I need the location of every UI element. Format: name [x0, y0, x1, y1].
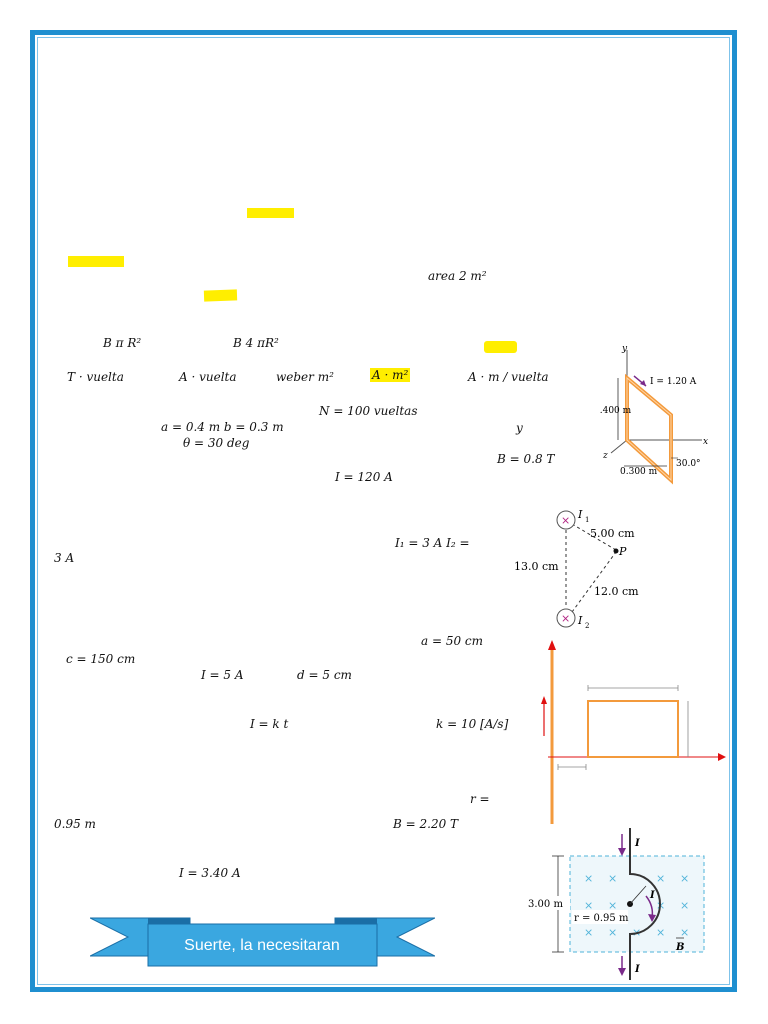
wire-1-sub: 1: [585, 516, 589, 524]
svg-text:×: ×: [584, 872, 593, 885]
current-top-arrow-icon: [618, 848, 626, 856]
side-b-label: 0.300 m: [620, 467, 658, 477]
expr-b-4pi-r2: B 4 πR²: [233, 336, 279, 350]
highlight-mark-3: [203, 289, 238, 302]
figure-semicircle-wire: ×××× ×××× ××××× I I I B 3.00 m r = 0.95 …: [526, 828, 705, 980]
expr-a-50: a = 50 cm: [421, 634, 484, 648]
expr-i-120: I = 120 A: [335, 470, 393, 484]
radius-label-bg: [572, 910, 628, 924]
highlight-mark-4: [484, 341, 517, 353]
expr-r-eq: r =: [470, 792, 490, 806]
expr-r-095: 0.95 m: [54, 817, 96, 831]
expr-n-vueltas: N = 100 vueltas: [319, 404, 418, 418]
highlight-mark-2: [68, 256, 124, 267]
wire-up-arrow-icon: [548, 640, 556, 650]
dash-12cm: [571, 551, 617, 613]
wire-2-label: I: [577, 614, 583, 627]
expr-y-var: y: [516, 421, 523, 435]
svg-text:×: ×: [608, 872, 617, 885]
expr-a-b: a = 0.4 m b = 0.3 m: [161, 420, 284, 434]
svg-text:×: ×: [656, 872, 665, 885]
figure-two-wires: × × P I 1 I 2 5.00 cm 13.0 cm 12.0 cm: [514, 508, 639, 630]
current-bottom-arrow-icon: [618, 968, 626, 976]
rect-loop: [587, 700, 679, 758]
svg-text:×: ×: [680, 872, 689, 885]
expr-k-10: k = 10 [A/s]: [436, 717, 509, 731]
radius-label: r = 0.95 m: [574, 913, 629, 924]
expr-i-5: I = 5 A: [201, 668, 244, 682]
axis-z-line: [610, 439, 628, 454]
side-a-label: 0.400 m: [600, 406, 632, 416]
highlight-mark-1: [247, 208, 294, 218]
figure-wire-and-loop: [541, 640, 726, 824]
expr-d-5: d = 5 cm: [297, 668, 352, 682]
field-label: B: [675, 942, 684, 953]
expr-unit-4: A · m²: [370, 368, 411, 382]
distance-13cm: 13.0 cm: [514, 560, 559, 573]
page-border-inner: [37, 37, 730, 985]
current-top-label: I: [634, 838, 640, 849]
baseline-arrow-icon: [718, 753, 726, 761]
wire-1-label: I: [577, 508, 583, 521]
expr-i-kt: I = k t: [250, 717, 289, 731]
current-mid-arrow-icon: [648, 914, 656, 922]
axis-x-label: x: [703, 437, 708, 447]
field-region: [569, 855, 705, 953]
point-p-dot: [613, 548, 619, 554]
expr-unit-1: T · vuelta: [67, 370, 124, 384]
svg-text:×: ×: [584, 926, 593, 939]
svg-text:×: ×: [608, 899, 617, 912]
current-arrow-head-icon: [640, 380, 646, 386]
expr-three-a: 3 A: [54, 551, 75, 565]
expr-c-150: c = 150 cm: [66, 652, 136, 666]
svg-text:×: ×: [680, 899, 689, 912]
expr-b-220: B = 2.20 T: [393, 817, 459, 831]
banner-ribbon: Suerte, la necesitaran: [90, 917, 435, 967]
point-p-label: P: [618, 545, 627, 558]
page-border: [30, 30, 737, 992]
distance-12cm: 12.0 cm: [594, 585, 639, 598]
expr-unit-5: A · m / vuelta: [468, 370, 549, 384]
angle-label: 30.0°: [676, 459, 701, 469]
expr-area: area 2 m²: [428, 269, 487, 283]
banner-text: Suerte, la necesitaran: [184, 937, 340, 954]
expr-i1-i2: I₁ = 3 A I₂ =: [395, 536, 470, 550]
current-arrow-head-icon: [541, 696, 547, 704]
svg-text:×: ×: [608, 926, 617, 939]
current-bottom-label: I: [634, 964, 640, 975]
svg-text:×: ×: [656, 926, 665, 939]
expr-b-08: B = 0.8 T: [497, 452, 555, 466]
current-loop-inner: [626, 376, 672, 482]
current-mid-label: I: [649, 890, 655, 901]
current-label: I = 1.20 A: [650, 377, 697, 387]
wire-1-cross-icon: ×: [561, 514, 570, 527]
banner-body: [147, 923, 378, 967]
expr-unit-3: weber m²: [276, 370, 334, 384]
distance-5cm: 5.00 cm: [590, 527, 635, 540]
dash-5cm: [571, 523, 617, 551]
svg-text:×: ×: [584, 899, 593, 912]
figure-loop-axes: y x z 0.400 m 0.300 m 30.0° I = 1.20 A: [600, 344, 708, 485]
expr-unit-2: A · vuelta: [179, 370, 237, 384]
expr-b-pi-r2: B π R²: [103, 336, 142, 350]
semicircle-wire: [629, 828, 661, 980]
current-loop: [625, 373, 673, 485]
wire-1-icon: [556, 510, 576, 530]
expr-unit-4-text: A · m²: [370, 368, 411, 382]
axis-z-label: z: [602, 451, 608, 461]
axis-y-label: y: [621, 344, 628, 354]
wire-2-icon: [556, 608, 576, 628]
svg-text:×: ×: [680, 926, 689, 939]
expr-i-340: I = 3.40 A: [179, 866, 241, 880]
height-label-bg: [526, 896, 570, 910]
expr-theta: θ = 30 deg: [183, 436, 250, 450]
wire-2-sub: 2: [585, 622, 589, 630]
radius-line: [629, 885, 647, 905]
wire-2-cross-icon: ×: [561, 612, 570, 625]
height-label: 3.00 m: [528, 899, 563, 910]
